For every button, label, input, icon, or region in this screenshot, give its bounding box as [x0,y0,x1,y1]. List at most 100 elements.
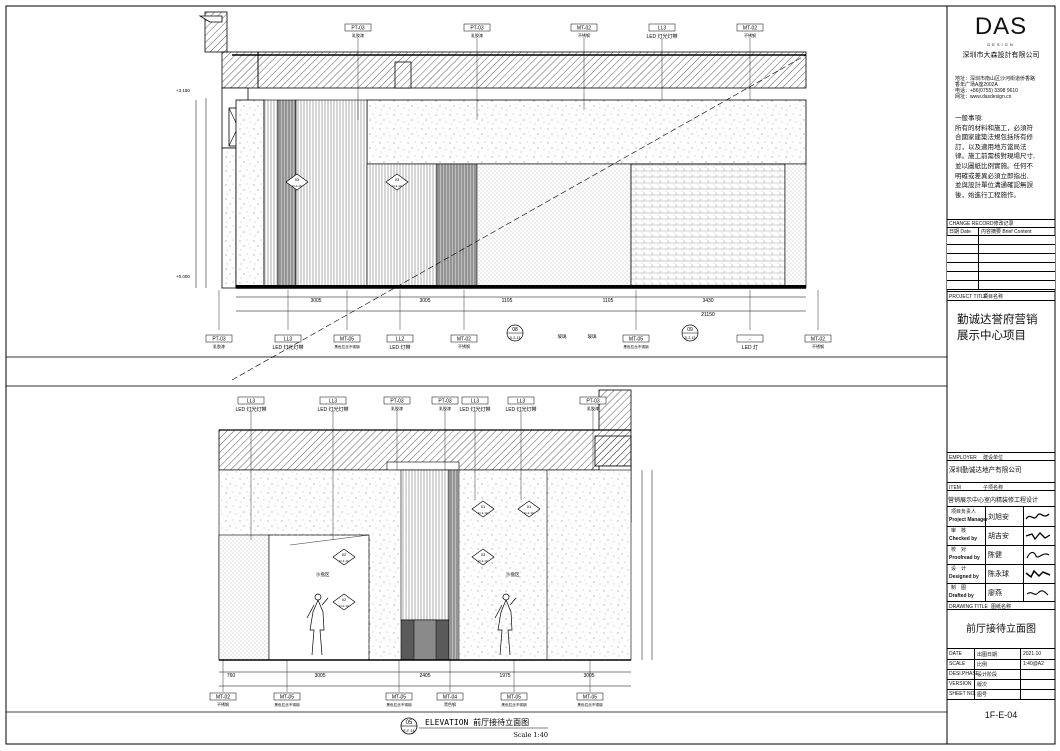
project-title-cn-label: 项目名称 [983,294,1004,300]
staff-role-cn: 校 对 [951,547,967,553]
logo-text: DAS [974,13,1028,40]
lower-tag-top-5-desc: LED 灯光灯带 [459,406,490,413]
staff-row: 设 计 Designed by 陈永球 [947,564,1055,584]
meta-row-sheet: SHEET NO. 图号 [947,689,1055,700]
upper-total-dim: 21150 [701,312,715,318]
employer-header: EMPLOYER 建设单位 [947,452,1055,461]
title-block: DAS DESIGN 深圳市大森設計有限公司 地址：深圳市南山区沙河街道侨香路 … [947,6,1055,744]
change-col-content: 内容摘要 Brief Content [981,229,1032,235]
lower-tag-top-5-code: LL3 [471,399,480,405]
upper-elevation: 3005 3005 1105 1105 3430 21150 +3.150 +0… [176,11,819,381]
sheet-number: 1F-E-04 [984,710,1018,720]
upper-tag-bottom-7-code: - [749,337,751,343]
upper-glass-label-1: 玻璃 [558,333,567,340]
staff-table: 项目负责人 Project Manager 刘旭安 审 核 Checked by… [947,506,1055,603]
general-notes: 一般事項: 所有的材料和施工，必須符 合國家建築法規包括所有修 訂，以及適用地方… [947,114,1055,200]
change-record-header: CHANGE RECORD修改记录 [947,219,1055,228]
lower-tag-top-1-desc: LED 灯光灯带 [235,406,266,413]
lower-callout-ref-2: D-2-13 [339,604,349,608]
lower-tag-bottom-3-code: MT-05 [392,695,406,701]
staff-name: 陈健 [988,552,1002,559]
staff-name: 胡吉安 [988,533,1009,540]
staff-row: 项目负责人 Project Manager 刘旭安 [947,507,1055,527]
staff-role-en: Drafted by [949,593,974,599]
upper-level-top: +3.150 [176,88,190,93]
meta-label: VERSION [949,681,972,687]
meta-value: 2021.10 [1023,651,1042,657]
item-cn-label: 子项名称 [983,484,1004,491]
address-block: 地址：深圳市南山区沙河街道侨香路 香年广场A座2002A 电话：+86(0755… [947,76,1055,100]
upper-dim-4: 1105 [603,298,614,304]
upper-tag-bottom-6-desc: 黑色拉丝不锈钢 [623,344,649,349]
lower-tag-top-7-code: PT-03 [586,399,600,405]
signature [1025,548,1051,560]
lower-tag-top-7-desc: 乳胶漆 [587,405,599,411]
staff-row: 审 核 Checked by 胡吉安 [947,526,1055,546]
drawing-title-cn-label: 图纸名称 [991,603,1012,610]
upper-tag-bottom-3-desc: 黑色拉丝不锈钢 [334,344,360,349]
upper-tag-bottom-1-desc: 乳胶漆 [213,343,225,349]
upper-tag-top-1-code: PT-03 [351,26,365,32]
staff-role-en: Checked by [949,536,978,542]
upper-level-floor: +0.000 [176,274,190,279]
caption-bubble-num: 05 [406,720,413,726]
meta-label: DESI.PHASE [949,671,980,677]
notes-line-5: 並以圖紙比例實施。任何不 [955,162,1033,170]
staff-role-cn: 审 核 [951,528,967,534]
notes-line-1: 所有的材料和施工，必須符 [955,124,1033,132]
employer-label: EMPLOYER [949,454,977,461]
notes-line-2: 合國家建築法規包括所有修 [955,134,1033,142]
drawing-title-header: DRAWING TITLE 图纸名称 [947,601,1055,610]
upper-callout-ref-3: D-2-13 [292,184,302,188]
upper-tag-top-2-desc: 乳胶漆 [471,32,483,38]
lower-callout-num-1: 02 [342,552,347,557]
drawing-title-label: DRAWING TITLE [949,603,988,610]
upper-callout-ref-1: D-2-13 [510,336,521,340]
item-label: ITEM [949,484,961,491]
lower-tag-bottom-3-desc: 黑色拉丝不锈钢 [386,702,412,707]
address-line-4: 网址：www.dasdesign.cn [955,94,1012,100]
lower-callout-num-4: 01 [527,504,532,509]
lower-tag-top-4-code: PT-03 [438,399,452,405]
meta-cn: 设计阶段 [977,672,998,678]
notes-line-3: 訂，以及適用地方當局法 [955,143,1027,151]
lower-tag-bottom-6-code: MT-05 [583,695,597,701]
upper-tag-top-5-code: MT-02 [743,26,757,32]
staff-name: 廖燕 [988,590,1002,597]
caption-bubble-ref: E-F-14 [404,729,415,733]
upper-callout-num-4: 03 [395,177,400,182]
upper-tag-bottom-5-code: MT-02 [457,337,471,343]
staff-name: 刘旭安 [988,514,1009,521]
upper-tag-top-1-desc: 乳胶漆 [352,32,364,38]
logo-subtext: DESIGN [987,42,1015,47]
lower-callout-ref-1: D-2-13 [339,559,349,563]
notes-line-7: 並與設計單位溝通確認無誤 [955,182,1033,190]
upper-tag-bottom-1-code: PT-03 [212,337,226,343]
upper-dim-1: 3005 [310,298,321,304]
signature [1025,529,1051,541]
lower-tag-bottom-5-desc: 黑色拉丝不锈钢 [501,702,527,707]
lower-tag-bottom-2-desc: 黑色拉丝不锈钢 [274,702,300,707]
meta-cn: 比例 [977,662,988,668]
upper-tag-top-1: PT-03 乳胶漆 [344,23,372,38]
change-record-cols: 日期 Date 内容摘要 Brief Content [947,228,1055,236]
employer-cn-label: 建设单位 [983,454,1004,461]
upper-tag-top-4-desc: LED 灯光灯带 [646,33,677,40]
meta-cn: 图号 [977,692,988,698]
notes-title: 一般事項: [955,115,983,122]
lower-callout-num-2: 02 [342,597,347,602]
signature [1025,586,1051,598]
lower-tag-bottom-2-code: MT-05 [280,695,294,701]
upper-tag-bottom-5-desc: 不锈钢 [458,343,470,349]
lower-tag-bottom-1-code: MT-02 [216,695,230,701]
upper-callout-ref-4: D-2-13 [392,184,402,188]
address-line-3: 电话：+86(0755) 3398 9610 [955,88,1018,94]
lower-tag-top-3-desc: 乳胶漆 [391,405,403,411]
lower-dim-5: 3005 [583,673,594,679]
project-title-header: PROJECT TITLE 项目名称 [947,291,1055,301]
upper-callout-num-1: 08 [512,327,518,333]
upper-tag-bottom-8-code: MT-02 [811,337,825,343]
lower-tag-top-3-code: PT-03 [390,399,404,405]
lower-tag-top-4-desc: 乳胶漆 [439,405,451,411]
lower-tag-bottom-4-code: MT-04 [443,695,457,701]
